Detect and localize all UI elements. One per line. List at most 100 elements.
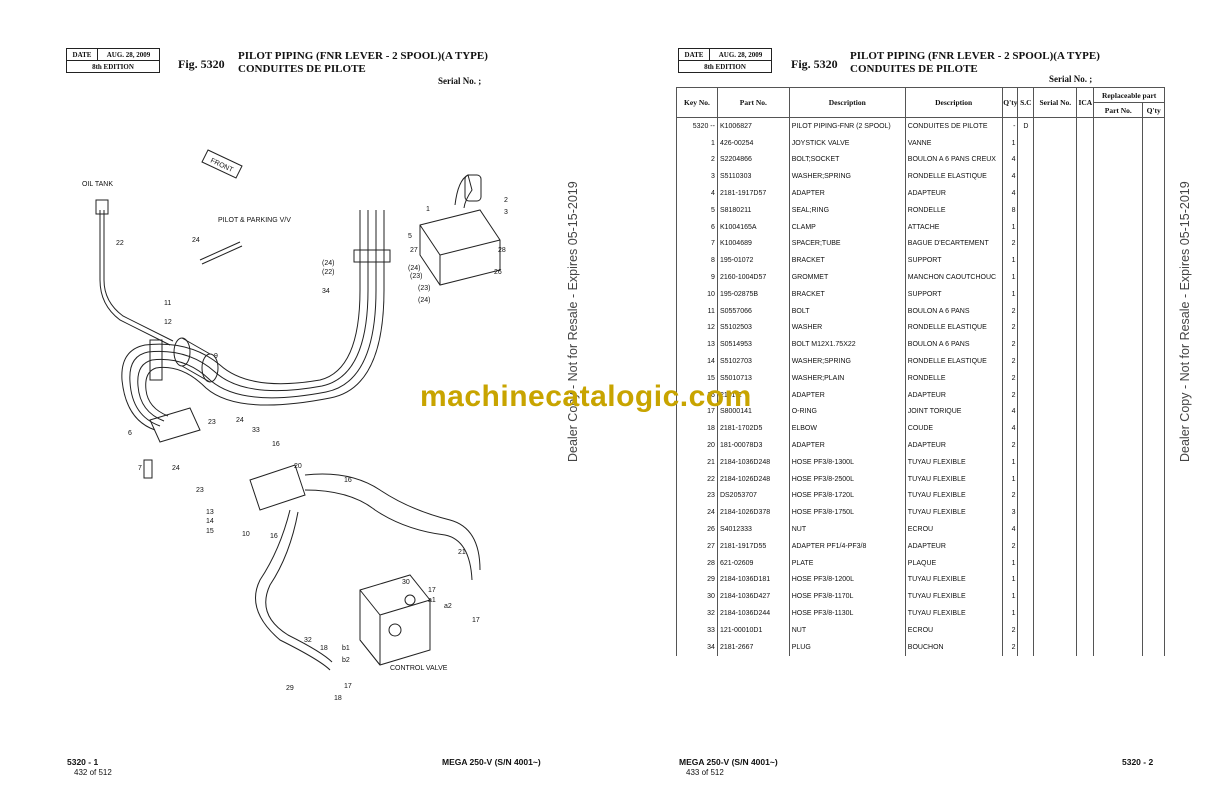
pilot-parking-label: PILOT & PARKING V/V [218,217,291,224]
cell-key: 16 [676,386,718,404]
cell-part: S5102503 [716,319,790,337]
cell-empty [1093,453,1144,471]
site-watermark: machinecatalogic.com [420,380,752,413]
cell-empty [1033,252,1078,270]
cell-empty [1093,285,1144,303]
cell-part: 121-00010D1 [716,621,790,639]
cell-en: ADAPTER PF1/4-PF3/8 [788,537,906,555]
cell-empty [1076,252,1095,270]
cell-empty [1033,353,1078,370]
cell-en: BRACKET [788,285,906,303]
cell-empty [1093,571,1144,589]
cell-sc [1017,386,1035,404]
cell-empty [1093,403,1144,421]
cell-empty [1142,437,1165,454]
callout: 28 [498,247,506,254]
cell-fr: ECROU [904,621,1003,639]
cell-fr: TUYAU FLEXIBLE [904,453,1003,471]
cell-en: ADAPTER [788,386,906,404]
cell-part: S0557066 [716,302,790,320]
cell-key: 13 [676,336,718,354]
cell-sc [1017,554,1035,572]
cell-fr: ADAPTEUR [904,537,1003,555]
cell-en: HOSE PF3/8-1130L [788,605,906,622]
cell-sc [1017,453,1035,471]
cell-sc [1017,369,1035,387]
cell-empty [1076,588,1095,606]
cell-empty [1093,134,1144,152]
cell-key: 28 [676,554,718,572]
cell-empty [1033,269,1078,286]
cell-qty: 1 [1001,605,1019,622]
cell-empty [1033,437,1078,454]
cell-empty [1033,470,1078,488]
cell-key: 32 [676,605,718,622]
cell-empty [1076,201,1095,219]
cell-key: 20 [676,437,718,454]
cell-qty: 4 [1001,151,1019,169]
callout: 22 [116,240,124,247]
cell-qty: 2 [1001,537,1019,555]
cell-en: WASHER;SPRING [788,353,906,370]
cell-empty [1142,403,1165,421]
cell-sc [1017,218,1035,236]
title-en: PILOT PIPING (FNR LEVER - 2 SPOOL)(A TYP… [238,50,488,62]
callout: 29 [286,685,294,692]
cell-empty [1093,252,1144,270]
cell-en: HOSE PF3/8-1720L [788,487,906,505]
cell-empty [1033,201,1078,219]
cell-empty [1033,336,1078,354]
cell-qty: 2 [1001,319,1019,337]
cell-qty: 4 [1001,403,1019,421]
callout-group: 22 24 (24) (22) (24) (23) (23) (24) 34 1… [116,197,508,702]
cell-empty [1093,269,1144,286]
cell-empty [1093,201,1144,219]
cell-key: 1 [676,134,718,152]
cell-fr: COUDE [904,420,1003,438]
cell-empty [1076,487,1095,505]
cell-empty [1033,537,1078,555]
cell-en: BOLT;SOCKET [788,151,906,169]
cell-sc [1017,353,1035,370]
cell-qty: 2 [1001,336,1019,354]
cell-qty: 1 [1001,571,1019,589]
callout: 5 [408,233,412,240]
cell-key: 6 [676,218,718,236]
callout: 33 [252,427,260,434]
oil-tank-label: OIL TANK [82,181,113,188]
cell-empty [1142,521,1165,538]
cell-key: 5 [676,201,718,219]
callout: 24 [192,237,200,244]
cell-empty [1076,336,1095,354]
cell-qty: 2 [1001,386,1019,404]
cell-empty [1142,588,1165,606]
col-ica: ICA [1076,87,1095,118]
cell-en: JOYSTICK VALVE [788,134,906,152]
cell-empty [1033,554,1078,572]
cell-part: 621-02609 [716,554,790,572]
cell-empty [1076,151,1095,169]
cell-empty [1093,537,1144,555]
callout: 17 [344,683,352,690]
cell-key: 4 [676,185,718,202]
cell-en: HOSE PF3/8-2500L [788,470,906,488]
cell-qty: 4 [1001,168,1019,186]
cell-empty [1033,369,1078,387]
left-model: MEGA 250-V (S/N 4001~) [442,757,541,767]
cell-empty [1033,621,1078,639]
cell-sc [1017,504,1035,522]
cell-en: GROMMET [788,269,906,286]
callout: 21 [458,549,466,556]
cell-key: 18 [676,420,718,438]
cell-qty: 4 [1001,185,1019,202]
